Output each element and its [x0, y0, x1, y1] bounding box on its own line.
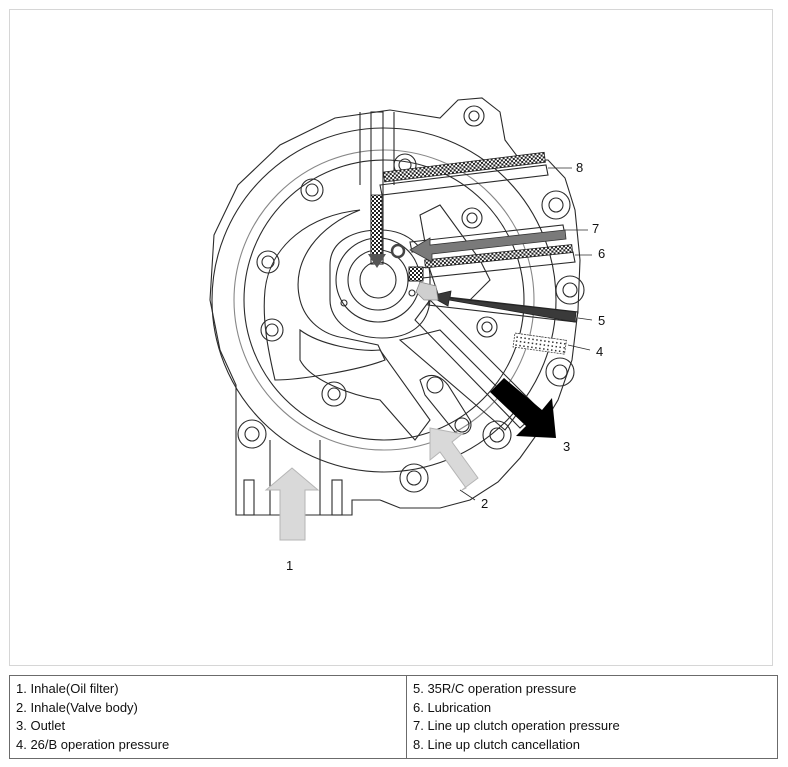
flow-7-port	[390, 243, 406, 259]
legend-table: 1. Inhale(Oil filter) 2. Inhale(Valve bo…	[9, 675, 778, 759]
flow-6-pattern	[424, 244, 574, 269]
legend-item-7: 7. Line up clutch operation pressure	[413, 718, 620, 733]
housing-ring-outer	[211, 127, 557, 473]
housing-ring-mid	[243, 159, 525, 441]
callout-1: 1	[286, 558, 294, 573]
legend-item-4: 4. 26/B operation pressure	[16, 736, 170, 752]
shaft-bore	[359, 261, 397, 299]
channel-8	[379, 164, 549, 196]
flow-8-arrowhead	[368, 254, 386, 268]
flow-8-vertical	[370, 194, 383, 256]
outlet-channel	[414, 299, 541, 429]
callout-4: 4	[596, 344, 604, 359]
callout-3: 3	[563, 439, 571, 454]
passage-outline	[299, 328, 431, 441]
legend-item-6: 6. Lubrication	[413, 699, 492, 715]
callout-5: 5	[598, 313, 606, 328]
legend-item-2: 2. Inhale(Valve body)	[16, 699, 138, 715]
slot-hole	[454, 417, 470, 433]
leader-5	[577, 317, 593, 321]
flow-5-inlet	[415, 281, 439, 301]
base-stud-right	[331, 479, 343, 516]
legend-item-5: 5. 35R/C operation pressure	[413, 681, 577, 696]
legend-item-8: 8. Line up clutch cancellation	[413, 736, 580, 752]
leader-2	[459, 489, 476, 501]
suction-port-outline	[263, 209, 386, 381]
legend-column-left: 1. Inhale(Oil filter) 2. Inhale(Valve bo…	[9, 675, 407, 759]
housing-ring-inner	[233, 149, 535, 451]
inhale-arrow-2	[429, 427, 479, 491]
inhale-arrow-1	[264, 467, 320, 541]
channel-5	[427, 294, 579, 323]
small-hole	[340, 299, 348, 307]
callout-7: 7	[592, 221, 600, 236]
slot-hole	[426, 376, 444, 394]
flow-8-pattern	[382, 151, 546, 183]
callout-8: 8	[576, 160, 584, 175]
outlet-plate	[419, 204, 491, 301]
flow-5-arrow	[428, 290, 577, 323]
leader-4	[567, 344, 591, 351]
housing-outline	[209, 97, 581, 516]
callout-2: 2	[481, 496, 489, 511]
legend-item-3: 3. Outlet	[16, 718, 66, 733]
outlet-arrow-3	[490, 378, 556, 438]
callout-6: 6	[598, 246, 606, 261]
flow-6-port	[408, 266, 424, 282]
small-hole	[408, 289, 416, 297]
flow-4-pattern	[512, 332, 567, 355]
legend-item-1: 1. Inhale(Oil filter)	[16, 681, 119, 696]
base-stud-left	[243, 479, 255, 516]
legend-column-right: 5. 35R/C operation pressure 6. Lubricati…	[406, 675, 778, 759]
flow-7-arrow	[409, 229, 567, 263]
